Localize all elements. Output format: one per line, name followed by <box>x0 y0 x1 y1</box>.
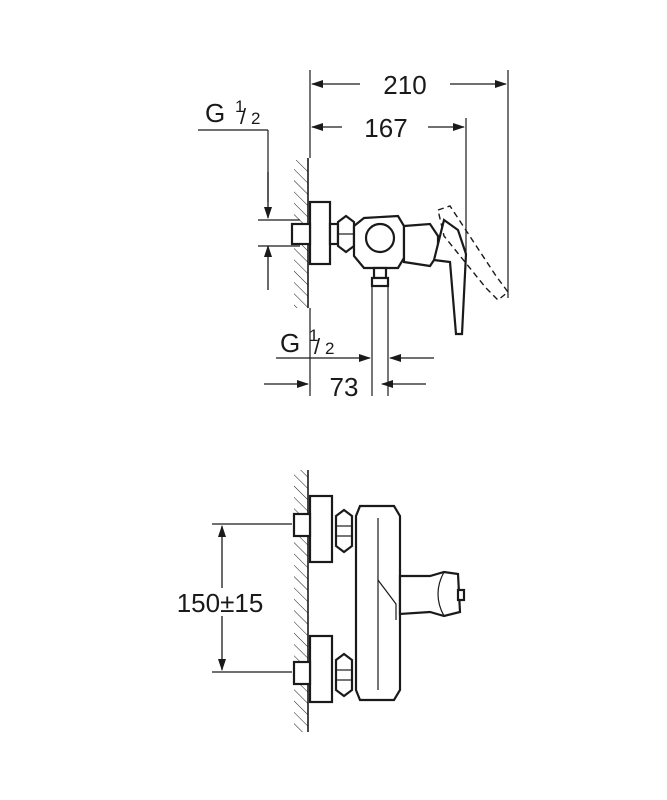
rosette-lower <box>308 634 334 704</box>
outlet-collar <box>372 266 388 280</box>
dim-150-label: 150±15 <box>177 588 264 618</box>
lever-hub-curve <box>437 571 445 617</box>
rosette-upper <box>308 494 334 564</box>
inlet-lower <box>292 660 312 686</box>
thread-top-den: 2 <box>251 109 260 128</box>
lever-base-top <box>402 222 440 268</box>
thread-bottom-num: 1 <box>309 326 318 345</box>
thread-label-top: G 1 / 2 <box>205 97 260 129</box>
inlet-nipple-top <box>290 222 312 246</box>
thread-top-letter: G <box>205 98 225 128</box>
hex-nut-upper <box>334 508 354 554</box>
rosette-top <box>308 200 332 266</box>
thread-bottom-slash: / <box>314 334 321 359</box>
lever-top <box>432 218 468 336</box>
lever-tip <box>456 588 466 602</box>
valve-cartridge-top <box>364 222 396 254</box>
thread-top-num: 1 <box>235 97 244 116</box>
thread-bottom-letter: G <box>280 328 300 358</box>
wall-hatch-front <box>294 470 308 732</box>
front-view: 150±15 <box>177 470 466 732</box>
dim-167-label: 167 <box>364 113 407 143</box>
dim-73-label: 73 <box>330 372 359 402</box>
lever-hub-front <box>398 570 462 618</box>
inlet-upper <box>292 512 312 538</box>
thread-bottom-den: 2 <box>325 339 334 358</box>
thread-label-bottom: G 1 / 2 <box>280 326 334 359</box>
lever-alternate-dashed <box>437 205 509 301</box>
outlet-nut <box>370 276 390 288</box>
thread-top-slash: / <box>240 104 247 129</box>
hex-nut-lower <box>334 652 354 698</box>
dim-210-label: 210 <box>383 70 426 100</box>
top-view: 210 167 G 1 / 2 <box>198 70 509 402</box>
inlet-stub-top <box>328 222 340 246</box>
body-contour <box>377 579 397 620</box>
